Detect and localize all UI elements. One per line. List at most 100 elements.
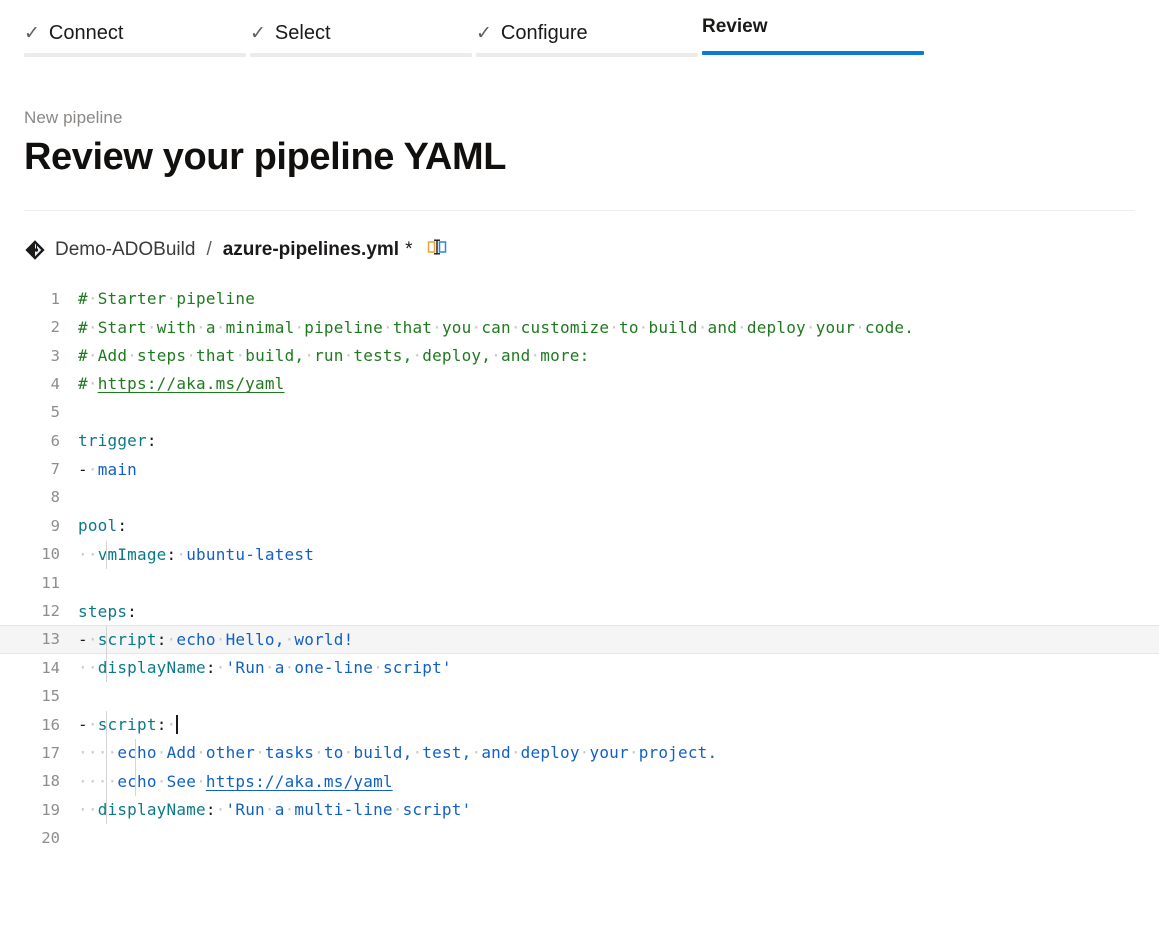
code-token: build, bbox=[245, 346, 305, 366]
wizard-tab-label: Select bbox=[274, 22, 331, 44]
wizard-tab-select[interactable]: ✓ Select bbox=[250, 0, 476, 57]
file-breadcrumb: Demo-ADOBuild / azure-pipelines.yml * bbox=[0, 211, 1159, 263]
code-token: Hello, bbox=[225, 629, 285, 649]
code-line[interactable]: 4#·https://aka.ms/yaml bbox=[0, 370, 1159, 398]
code-line[interactable]: 2#·Start·with·a·minimal·pipeline·that·yo… bbox=[0, 313, 1159, 341]
code-line[interactable]: 11 bbox=[0, 568, 1159, 596]
pipeline-wizard-tabs: ✓ Connect ✓ Select ✓ Configure Review bbox=[0, 0, 1159, 72]
line-content: ··displayName:·'Run·a·one-line·script' bbox=[78, 658, 452, 677]
whitespace-dot: · bbox=[412, 743, 423, 763]
code-token: to bbox=[619, 317, 639, 337]
whitespace-dot: · bbox=[215, 629, 226, 649]
code-token: and bbox=[481, 743, 511, 763]
code-token: : bbox=[166, 544, 177, 564]
whitespace-dot: · bbox=[166, 289, 177, 309]
whitespace-dot: · bbox=[156, 743, 167, 763]
whitespace-dot: · bbox=[87, 771, 98, 791]
code-token: : bbox=[146, 431, 157, 451]
whitespace-dot: · bbox=[78, 544, 88, 564]
code-line[interactable]: 13-·script:·echo·Hello,·world! bbox=[0, 625, 1159, 654]
code-line[interactable]: 20 bbox=[0, 824, 1159, 852]
whitespace-dot: · bbox=[471, 317, 482, 337]
code-token: and bbox=[707, 317, 738, 337]
whitespace-dot: · bbox=[87, 800, 98, 820]
code-token: your bbox=[589, 743, 629, 763]
whitespace-dot: · bbox=[107, 771, 118, 791]
whitespace-dot: · bbox=[196, 743, 206, 763]
code-line[interactable]: 18····echo·See·https://aka.ms/yaml bbox=[0, 767, 1159, 795]
code-line[interactable]: 1#·Starter·pipeline bbox=[0, 285, 1159, 313]
code-token[interactable]: https://aka.ms/yaml bbox=[205, 771, 393, 791]
whitespace-dot: · bbox=[609, 317, 619, 337]
line-content: -·main bbox=[78, 460, 137, 479]
unsaved-changes-marker: * bbox=[405, 238, 413, 260]
whitespace-dot: · bbox=[87, 743, 98, 763]
code-token: a bbox=[274, 800, 285, 820]
code-line[interactable]: 16-·script:· bbox=[0, 710, 1159, 738]
breadcrumb-separator: / bbox=[206, 238, 212, 260]
line-number: 12 bbox=[41, 602, 60, 621]
wizard-tab-review[interactable]: Review bbox=[702, 0, 928, 55]
wizard-tab-label: Connect bbox=[48, 22, 124, 44]
code-token: trigger bbox=[78, 431, 147, 451]
line-number: 9 bbox=[50, 516, 60, 535]
whitespace-dot: · bbox=[491, 346, 501, 366]
code-line[interactable]: 10··vmImage:·ubuntu-latest bbox=[0, 540, 1159, 568]
line-number: 14 bbox=[41, 658, 60, 677]
whitespace-dot: · bbox=[176, 544, 187, 564]
code-token: your bbox=[815, 317, 856, 337]
code-token: See bbox=[166, 771, 197, 791]
breadcrumb-eyebrow: New pipeline bbox=[24, 108, 123, 127]
whitespace-dot: · bbox=[78, 800, 88, 820]
whitespace-dot: · bbox=[284, 658, 295, 678]
line-content: #·https://aka.ms/yaml bbox=[78, 374, 285, 393]
code-token: displayName bbox=[97, 658, 206, 678]
code-token: multi-line bbox=[294, 800, 393, 820]
code-line[interactable]: 15 bbox=[0, 682, 1159, 710]
code-token: Start bbox=[97, 317, 147, 337]
code-line[interactable]: 14··displayName:·'Run·a·one-line·script' bbox=[0, 654, 1159, 682]
whitespace-dot: · bbox=[107, 743, 118, 763]
whitespace-dot: · bbox=[471, 743, 482, 763]
code-token: pipeline bbox=[304, 317, 383, 337]
header-divider bbox=[24, 209, 1135, 211]
code-token: deploy bbox=[520, 743, 580, 763]
code-token: tasks bbox=[264, 743, 315, 763]
repo-name-link[interactable]: Demo-ADOBuild bbox=[55, 238, 196, 260]
wizard-tab-configure[interactable]: ✓ Configure bbox=[476, 0, 702, 57]
code-token: pool bbox=[78, 516, 118, 536]
code-token[interactable]: https://aka.ms/yaml bbox=[97, 374, 285, 394]
code-line[interactable]: 3#·Add·steps·that·build,·run·tests,·depl… bbox=[0, 341, 1159, 369]
code-line[interactable]: 7-·main bbox=[0, 455, 1159, 483]
code-line[interactable]: 19··displayName:·'Run·a·multi-line·scrip… bbox=[0, 796, 1159, 824]
line-content: -·script:· bbox=[78, 715, 179, 735]
code-token: with bbox=[156, 317, 197, 337]
whitespace-dot: · bbox=[87, 459, 98, 479]
side-by-side-diff-icon[interactable] bbox=[421, 237, 447, 263]
line-number: 10 bbox=[41, 545, 60, 564]
whitespace-dot: · bbox=[284, 629, 295, 649]
code-token: one-line bbox=[294, 658, 374, 678]
file-name-label: azure-pipelines.yml bbox=[222, 238, 400, 260]
wizard-tab-connect[interactable]: ✓ Connect bbox=[24, 0, 250, 57]
code-line[interactable]: 17····echo·Add·other·tasks·to·build,·tes… bbox=[0, 739, 1159, 767]
whitespace-dot: · bbox=[628, 743, 639, 763]
code-token: vmImage bbox=[97, 544, 167, 564]
line-content: #·Starter·pipeline bbox=[78, 289, 255, 308]
whitespace-dot: · bbox=[196, 317, 206, 337]
code-token: a bbox=[205, 317, 216, 337]
whitespace-dot: · bbox=[215, 800, 226, 820]
code-token: script bbox=[97, 629, 157, 649]
check-icon: ✓ bbox=[250, 23, 266, 44]
whitespace-dot: · bbox=[638, 317, 649, 337]
whitespace-dot: · bbox=[166, 629, 177, 649]
whitespace-dot: · bbox=[235, 346, 246, 366]
code-line[interactable]: 5 bbox=[0, 398, 1159, 426]
code-token: other bbox=[205, 743, 256, 763]
indent-guide bbox=[106, 540, 107, 569]
code-line[interactable]: 8 bbox=[0, 483, 1159, 511]
